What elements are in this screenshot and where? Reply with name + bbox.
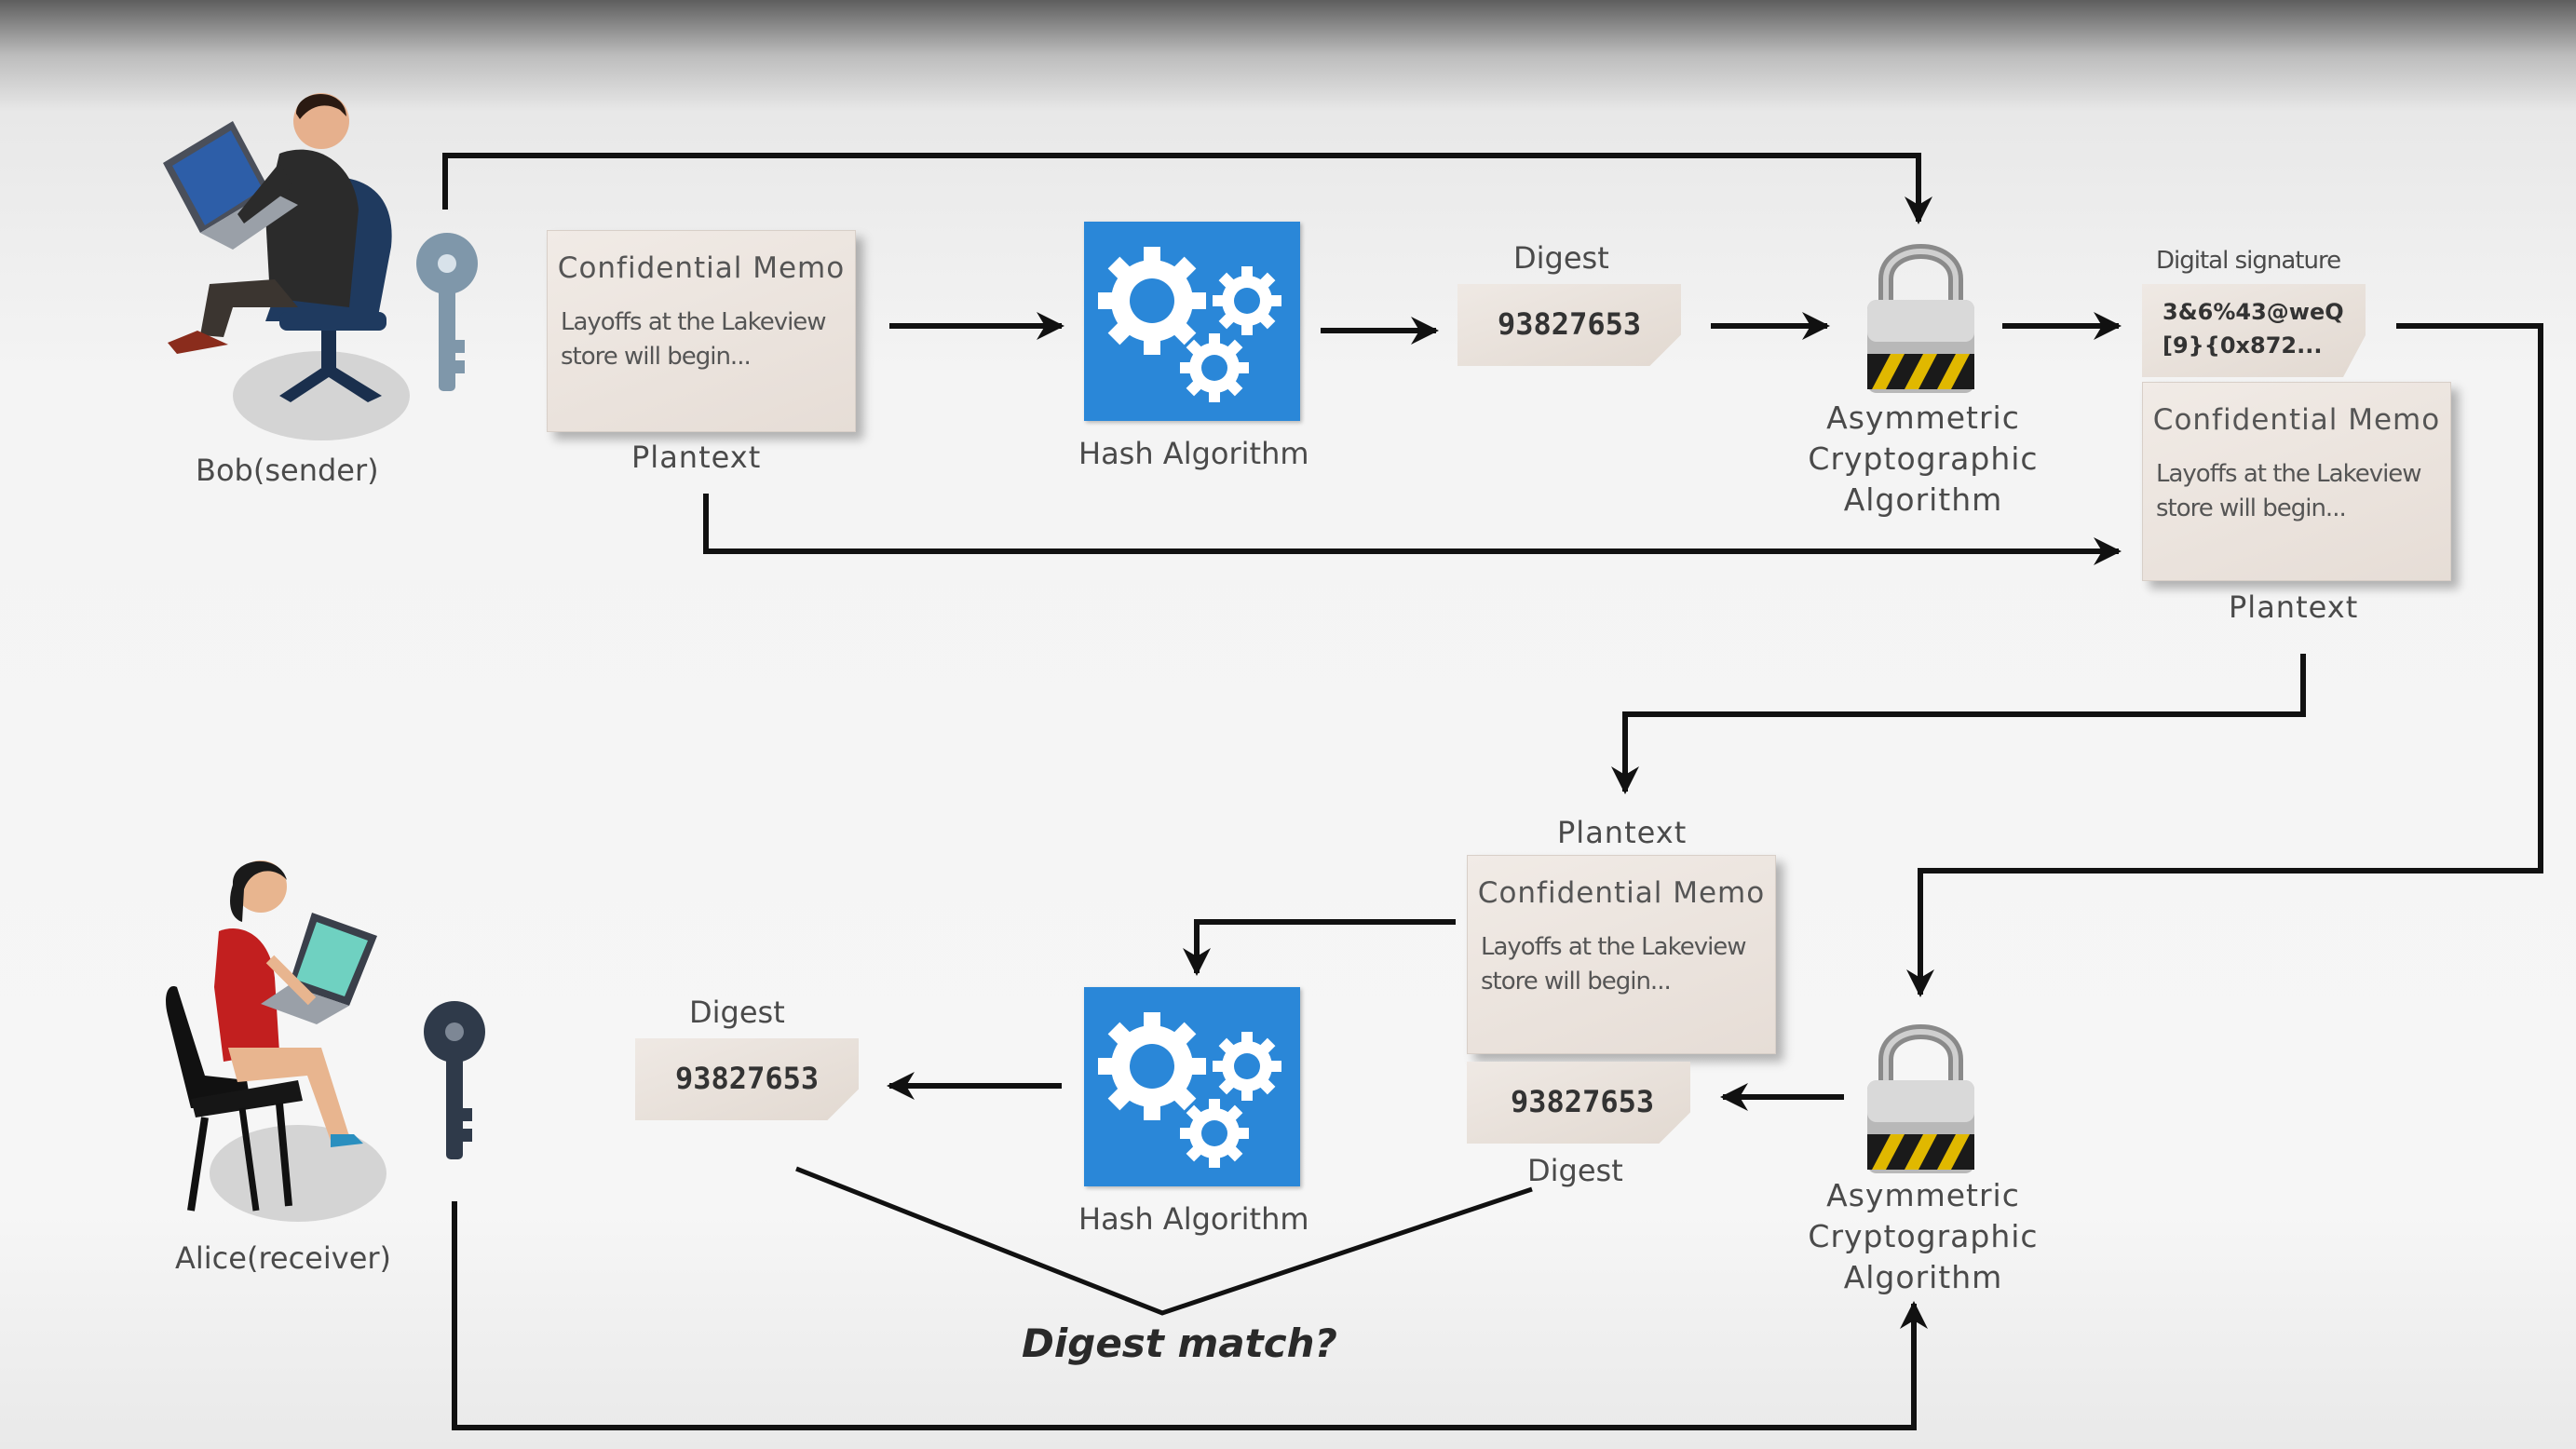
decrypted-digest-label: Digest: [1527, 1153, 1623, 1188]
crypto-line-1: Asymmetric: [1826, 1177, 2020, 1213]
crypto-line-3: Algorithm: [1843, 481, 2003, 518]
signature-label: Digital signature: [2156, 247, 2341, 275]
receiver-plaintext-label: Plantext: [1557, 815, 1688, 850]
padlock-icon: [1867, 244, 1974, 393]
sender-plaintext-label: Plantext: [631, 440, 762, 475]
sender-memo: Confidential Memo Layoffs at the Lakevie…: [547, 230, 856, 432]
memo-body: Layoffs at the Lakeview store will begin…: [561, 305, 827, 374]
alice-person-icon: [166, 860, 386, 1222]
crypto-line-2: Cryptographic: [1808, 1218, 2039, 1254]
memo-body: Layoffs at the Lakeview store will begin…: [1481, 930, 1747, 999]
arrow-signature-to-receiver-crypto: [1906, 323, 2543, 997]
sender-name: Bob(sender): [196, 453, 379, 488]
gears-icon: [1084, 222, 1300, 421]
computed-digest-label: Digest: [689, 995, 785, 1030]
attached-memo: Confidential Memo Layoffs at the Lakevie…: [2142, 382, 2451, 581]
arrow-public-key-to-crypto: [452, 1201, 1928, 1430]
digest-match-lines: [795, 1166, 1533, 1316]
key-icon: [424, 1001, 485, 1159]
bob-person-icon: [163, 93, 410, 440]
decrypted-digest-value: 93827653: [1511, 1084, 1655, 1119]
memo-body: Layoffs at the Lakeview store will begin…: [2156, 457, 2422, 526]
memo-title: Confidential Memo: [2152, 403, 2441, 437]
memo-line-1: Layoffs at the Lakeview: [2156, 460, 2422, 488]
sender-digest-value: 93827653: [1498, 306, 1642, 342]
sender-digest-label: Digest: [1513, 240, 1609, 276]
signature-line-1: 3&6%43@weQ: [2162, 299, 2344, 325]
crypto-line-2: Cryptographic: [1808, 440, 2039, 477]
memo-line-2: store will begin...: [1481, 968, 1672, 995]
memo-line-1: Layoffs at the Lakeview: [1481, 933, 1747, 961]
arrow-private-key-to-crypto: [442, 153, 1932, 224]
arrow-plaintext-to-attached: [703, 494, 2122, 565]
receiver-hash-label: Hash Algorithm: [1078, 1201, 1309, 1237]
attached-plaintext-label: Plantext: [2229, 589, 2359, 625]
signature-line-2: [9}{0x872...: [2162, 332, 2323, 359]
receiver-crypto-label: Asymmetric Cryptographic Algorithm: [1783, 1175, 2063, 1298]
computed-digest-tag: 93827653: [635, 1038, 859, 1120]
computed-digest-value: 93827653: [675, 1061, 820, 1096]
gears-icon: [1084, 987, 1300, 1186]
signature-tag: 3&6%43@weQ [9}{0x872...: [2142, 284, 2366, 377]
padlock-icon: [1867, 1024, 1974, 1173]
receiver-name: Alice(receiver): [175, 1240, 392, 1276]
digest-match-question: Digest match?: [1022, 1320, 1337, 1366]
memo-title: Confidential Memo: [1477, 876, 1766, 910]
memo-line-1: Layoffs at the Lakeview: [561, 308, 827, 336]
memo-line-2: store will begin...: [561, 343, 752, 371]
decrypted-digest-tag: 93827653: [1467, 1062, 1690, 1144]
memo-title: Confidential Memo: [557, 251, 846, 285]
crypto-line-3: Algorithm: [1843, 1259, 2003, 1295]
crypto-line-1: Asymmetric: [1826, 399, 2020, 436]
memo-line-2: store will begin...: [2156, 494, 2347, 522]
arrow-attached-to-receiver-plaintext: [1611, 654, 2306, 794]
sender-digest-tag: 93827653: [1457, 284, 1681, 366]
arrow-memo-to-receiver-hash: [1183, 919, 1456, 976]
sender-crypto-label: Asymmetric Cryptographic Algorithm: [1783, 398, 2063, 521]
key-icon: [416, 233, 478, 391]
receiver-memo: Confidential Memo Layoffs at the Lakevie…: [1467, 855, 1776, 1054]
sender-hash-label: Hash Algorithm: [1078, 436, 1309, 471]
